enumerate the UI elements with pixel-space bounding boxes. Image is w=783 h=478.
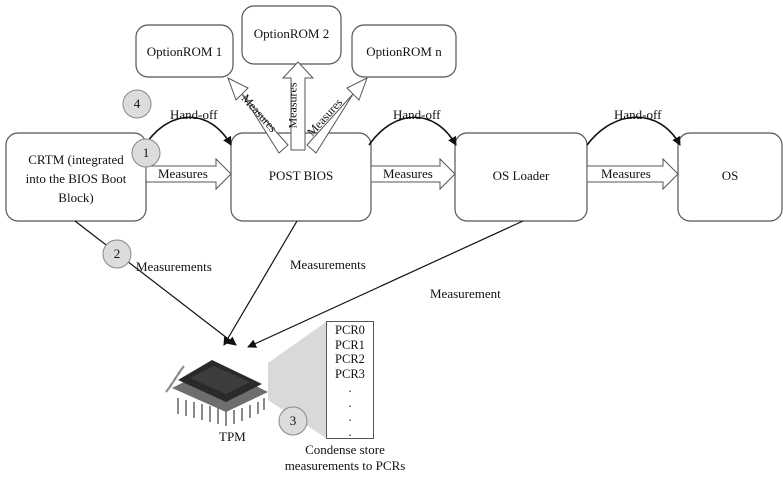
pcr-3: PCR3 bbox=[335, 366, 365, 381]
crtm-label-line-3: Block) bbox=[58, 190, 94, 205]
post-to-loader-measures-arrow bbox=[370, 157, 456, 191]
loader-handoff-curve bbox=[586, 116, 681, 146]
os-box bbox=[677, 132, 783, 222]
step-3-badge bbox=[278, 406, 308, 436]
os-label: OS bbox=[721, 168, 739, 183]
measures-label-3: Measures bbox=[601, 166, 651, 181]
pcr-ellipsis-3: . bbox=[348, 410, 352, 424]
crtm-label-line-2: into the BIOS Boot bbox=[25, 171, 127, 186]
loader-to-os-measures-arrow bbox=[586, 157, 679, 191]
measures-label-optionrom2: Measures bbox=[285, 82, 300, 129]
step-1-number: 1 bbox=[142, 145, 150, 160]
crtm-handoff-curve bbox=[144, 116, 232, 146]
post-bios-label: POST BIOS bbox=[268, 168, 334, 183]
step-1-badge bbox=[131, 138, 161, 168]
loader-measurement-line bbox=[247, 220, 524, 348]
tpm-chip-icon bbox=[165, 360, 268, 426]
pcr-ellipsis-2: . bbox=[348, 395, 352, 410]
post-handoff-curve bbox=[368, 116, 457, 146]
measures-label-optionromn: Measures bbox=[304, 95, 346, 139]
post-to-optionrom1-measures-arrow bbox=[227, 76, 289, 154]
crtm-measurements-line bbox=[74, 220, 237, 346]
pcr-bank-connector bbox=[268, 322, 326, 438]
option-rom-2-label: OptionROM 2 bbox=[253, 26, 330, 41]
crtm-to-post-measures-arrow bbox=[145, 157, 232, 191]
measures-label-optionrom1: Measures bbox=[238, 91, 280, 135]
option-rom-1-label: OptionROM 1 bbox=[146, 44, 223, 59]
handoff-label-3: Hand-off bbox=[614, 107, 662, 122]
option-rom-2-box bbox=[241, 5, 342, 65]
pcr-caption-line-2: measurements to PCRs bbox=[284, 458, 406, 473]
pcr-caption: Condense store measurements to PCRs bbox=[265, 442, 425, 474]
post-measurements-line bbox=[223, 220, 298, 346]
step-3-number: 3 bbox=[289, 413, 297, 428]
step-2-badge bbox=[102, 239, 132, 269]
pcr-ellipsis-4: . bbox=[348, 424, 352, 439]
step-2-number: 2 bbox=[113, 246, 121, 261]
crtm-label-line-1: CRTM (integrated bbox=[28, 152, 124, 167]
step-4-number: 4 bbox=[133, 96, 141, 111]
measurement-label-loader: Measurement bbox=[430, 286, 501, 301]
post-to-optionromn-measures-arrow bbox=[306, 76, 368, 154]
pcr-bank: PCR0 PCR1 PCR2 PCR3 . . . . bbox=[326, 321, 374, 439]
option-rom-1-box bbox=[135, 24, 234, 78]
pcr-2: PCR2 bbox=[335, 352, 365, 366]
pcr-1: PCR1 bbox=[335, 337, 365, 352]
measures-label-2: Measures bbox=[383, 166, 433, 181]
post-to-optionrom2-measures-arrow bbox=[281, 61, 315, 151]
pcr-caption-line-1: Condense store bbox=[305, 442, 385, 457]
pcr-0: PCR0 bbox=[335, 323, 365, 337]
handoff-label-1: Hand-off bbox=[170, 107, 218, 122]
handoff-label-2: Hand-off bbox=[393, 107, 441, 122]
crtm-label: CRTM (integrated into the BIOS Boot Bloc… bbox=[6, 150, 146, 207]
measurements-label-post: Measurements bbox=[290, 257, 366, 272]
step-4-badge bbox=[122, 89, 152, 119]
tpm-label: TPM bbox=[219, 429, 246, 444]
option-rom-n-box bbox=[351, 24, 457, 78]
pcr-ellipsis-1: . bbox=[348, 381, 352, 395]
measures-label-1: Measures bbox=[158, 166, 208, 181]
measurements-label-crtm: Measurements bbox=[136, 259, 212, 274]
os-loader-label: OS Loader bbox=[492, 168, 550, 183]
option-rom-n-label: OptionROM n bbox=[366, 44, 442, 59]
